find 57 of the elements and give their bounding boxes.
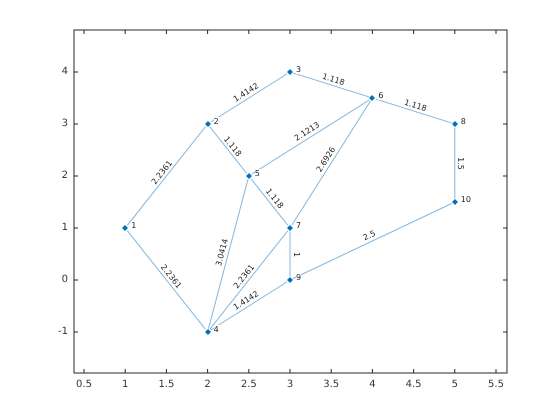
- graph-edge: [210, 281, 288, 331]
- edge-label: 1.5: [456, 156, 466, 170]
- tick-label: 5.5: [487, 379, 505, 391]
- edge-label: 1.118: [320, 72, 346, 87]
- graph-edge: [292, 203, 452, 279]
- graph-edge: [250, 178, 288, 226]
- graph-edge: [208, 178, 248, 330]
- tick-label: 3: [286, 379, 294, 391]
- tick-label: 0: [62, 274, 68, 286]
- node-marker: [287, 277, 293, 283]
- node-label: 10: [460, 195, 471, 204]
- graph-edge: [209, 230, 288, 330]
- graph-edge: [292, 72, 370, 98]
- graph-edge: [210, 73, 288, 123]
- tick-label: 5: [450, 379, 459, 391]
- graph-edge: [126, 230, 206, 330]
- node-marker: [287, 225, 293, 231]
- tick-label: 1: [121, 379, 130, 391]
- tick-label: 1: [62, 222, 68, 234]
- tick-label: 4.5: [404, 379, 423, 391]
- tick-label: 2: [62, 170, 68, 182]
- graph-edge: [375, 98, 452, 124]
- node-label: 9: [296, 273, 302, 282]
- edge-label: 2.5: [362, 228, 378, 242]
- node-marker: [287, 69, 293, 75]
- node-label: 8: [460, 117, 466, 126]
- node-marker: [452, 199, 458, 205]
- graph-edge: [454, 127, 456, 199]
- node-marker: [452, 121, 458, 127]
- node-label: 2: [214, 117, 219, 126]
- node-marker: [122, 225, 128, 231]
- graph-edge: [291, 100, 372, 226]
- tick-label: 0.5: [75, 379, 93, 391]
- tick-label: 2.5: [240, 379, 258, 391]
- graph-edge: [251, 99, 370, 175]
- tick-label: -1: [58, 326, 68, 338]
- node-label: 6: [378, 91, 384, 100]
- tick-label: 3.5: [322, 379, 340, 391]
- node-label: 1: [131, 221, 136, 230]
- tick-label: 4: [368, 379, 377, 391]
- tick-label: 2: [203, 379, 212, 391]
- node-marker: [246, 173, 252, 179]
- tick-label: 1.5: [157, 379, 176, 391]
- graph-edge: [126, 126, 206, 226]
- edge-label: 1: [292, 251, 301, 257]
- edge-label: 1.118: [403, 98, 428, 113]
- node-marker: [204, 121, 211, 127]
- node-label: 4: [214, 325, 219, 334]
- tick-label: 4: [62, 66, 68, 78]
- edge-label: 3.0414: [214, 238, 230, 268]
- node-marker: [369, 95, 376, 101]
- node-label: 3: [296, 65, 302, 74]
- node-label: 5: [254, 169, 260, 178]
- graph-edge: [209, 126, 248, 174]
- tick-label: 3: [62, 118, 68, 130]
- node-marker: [204, 329, 211, 335]
- node-label: 7: [296, 221, 302, 230]
